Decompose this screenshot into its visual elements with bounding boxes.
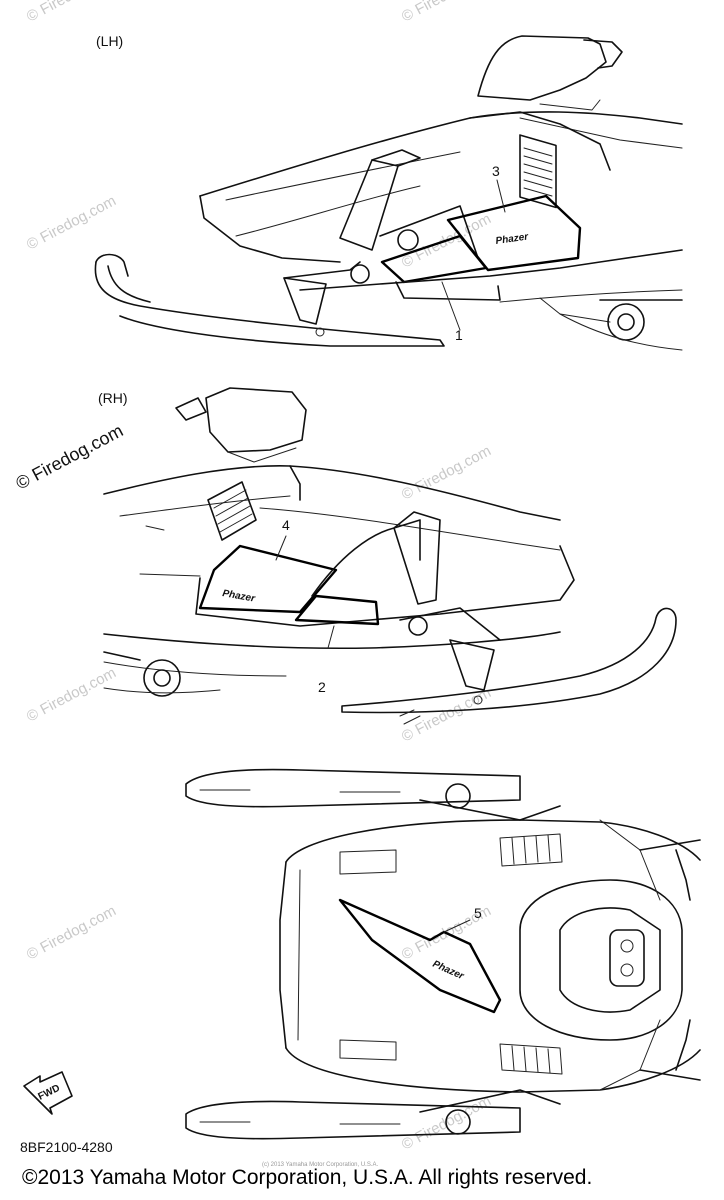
snowmobile-lh-view: Phazer <box>94 35 683 351</box>
watermark-text: © Firedog.com <box>24 902 119 963</box>
leader-line-2 <box>327 625 335 649</box>
decal-2-outline <box>294 594 380 626</box>
decal-3-logo: Phazer <box>495 231 530 247</box>
snowmobile-rh-view: Phazer <box>103 387 677 725</box>
watermark-text: © Firedog.com <box>399 684 494 745</box>
fwd-label: FWD <box>36 1083 61 1103</box>
fwd-arrow-icon: FWD <box>23 1071 73 1115</box>
watermark-text: © Firedog.com <box>24 664 119 725</box>
leader-line-5 <box>443 919 471 933</box>
leader-line-3 <box>496 179 506 213</box>
decal-5-outline <box>338 898 502 1014</box>
part-code: 8BF2100-4280 <box>20 1139 113 1155</box>
watermark-text: © Firedog.com <box>399 442 494 503</box>
leader-line-1 <box>441 281 461 331</box>
watermark-text: © Firedog.com <box>399 0 494 26</box>
decal-4-outline <box>198 544 338 614</box>
leader-line-4 <box>275 535 287 561</box>
callout-3: 3 <box>492 163 500 179</box>
view-label-lh: (LH) <box>96 33 123 49</box>
decal-4-logo: Phazer <box>221 588 256 605</box>
callout-4: 4 <box>282 517 290 533</box>
watermark-text: © Firedog.com <box>24 0 119 26</box>
callout-1: 1 <box>455 327 463 343</box>
footer-small-text: (c) 2013 Yamaha Motor Corporation, U.S.A… <box>262 1162 379 1168</box>
watermark-text: © Firedog.com <box>24 192 119 253</box>
callout-2: 2 <box>318 679 326 695</box>
watermark-main: © Firedog.com <box>12 420 126 493</box>
view-label-rh: (RH) <box>98 390 128 406</box>
watermarks: © Firedog.com © Firedog.com © Firedog.co… <box>24 0 494 1154</box>
decal-5-logo: Phazer <box>431 959 466 983</box>
snowmobile-top-view: Phazer <box>185 768 701 1140</box>
decal-1-outline <box>380 234 488 284</box>
copyright-notice: ©2013 Yamaha Motor Corporation, U.S.A. A… <box>22 1166 593 1189</box>
callout-5: 5 <box>474 905 482 921</box>
